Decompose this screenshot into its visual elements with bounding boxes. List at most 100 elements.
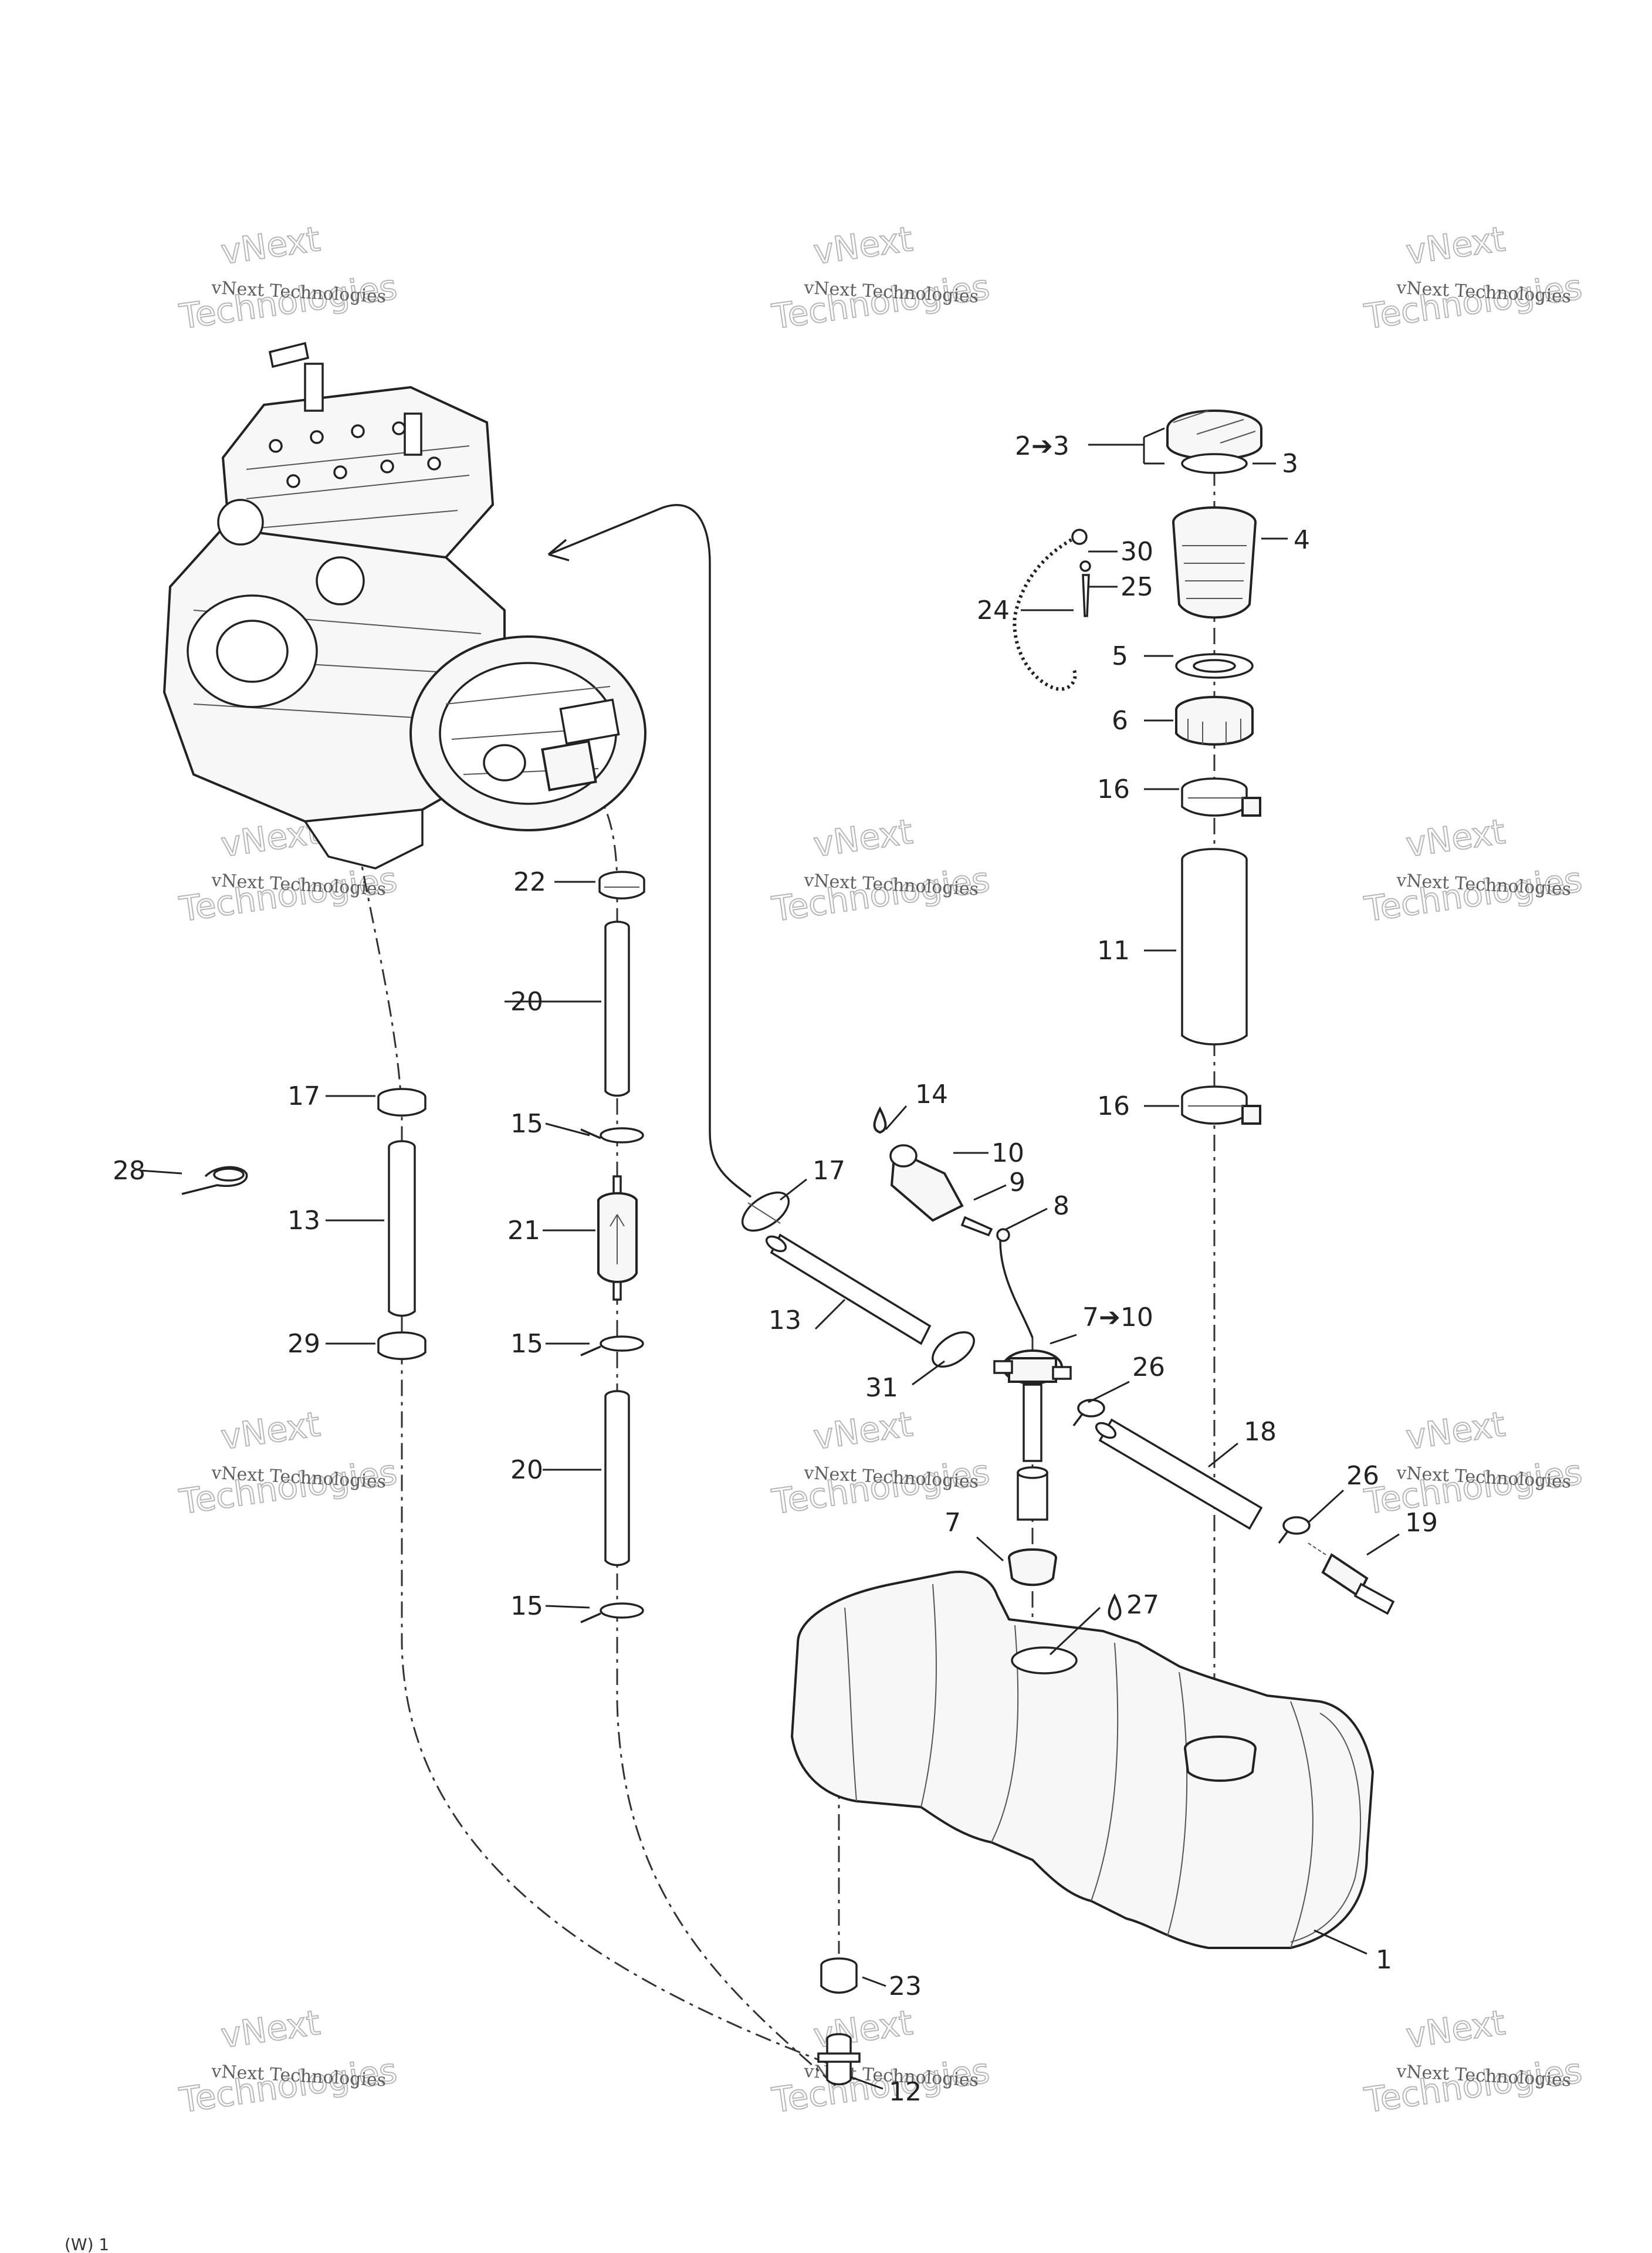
callout-13-left: 13 [287,1206,320,1236]
callout-8: 8 [1053,1191,1069,1221]
callout-7-10: 7➔10 [1082,1303,1153,1332]
watermark-lower-left: vNext Technologies vNext Technologies [176,1403,400,1523]
callout-30: 30 [1120,537,1153,567]
callout-18: 18 [1244,1417,1277,1447]
svg-text:vNext: vNext [218,2002,322,2056]
hose-13-center [765,1233,932,1345]
callout-12: 12 [889,2077,922,2107]
hose-20-upper [604,921,630,1097]
clamp-29 [377,1331,426,1360]
callout-11: 11 [1097,936,1130,966]
callout-9: 9 [1009,1168,1025,1197]
callout-23: 23 [889,1971,922,2001]
svg-text:vNext: vNext [811,1404,915,1457]
clamp-26-lower [1278,1516,1311,1544]
leader-lines [140,427,1400,2090]
fuel-cap [1166,410,1262,474]
callout-16-upper: 16 [1097,774,1130,804]
callout-13-center: 13 [769,1305,801,1335]
clamp-15-c [580,1602,644,1623]
svg-text:vNext: vNext [1403,811,1507,865]
filler-hose [1181,848,1248,1046]
valve-knob-10 [889,1144,964,1222]
washer-8 [996,1228,1010,1242]
callout-17-left: 17 [287,1081,320,1111]
svg-text:vNext: vNext [218,1404,322,1457]
callout-16-lower: 16 [1097,1091,1130,1121]
hose-20-lower [604,1390,630,1567]
watermark-mid-right: vNext Technologies vNext Technologies [1361,811,1585,930]
hose-clamp-lower [1181,1085,1261,1125]
callout-14: 14 [915,1080,948,1109]
lubricant-drop-icon [873,1106,887,1134]
clamp-17-center [741,1191,790,1232]
callout-28: 28 [113,1156,145,1186]
left-hose-group [181,1088,426,1360]
clamp-26-upper [1072,1399,1105,1427]
callout-31: 31 [865,1373,898,1403]
middle-hose-group [580,871,645,1623]
callout-labels: 2➔3 3 4 30 25 24 5 6 16 11 16 22 20 17 1… [113,431,1438,2107]
lock-nut [1175,696,1254,746]
grommet-7 [1008,1466,1057,1586]
callout-26-upper: 26 [1132,1352,1165,1382]
sealant-drop-icon [1108,1593,1122,1621]
callout-25: 25 [1120,572,1153,602]
watermark-top-center: vNext Technologies vNext Technologies [769,218,992,337]
callout-6: 6 [1112,706,1128,736]
callout-20-upper: 20 [510,987,543,1017]
bottom-fittings [817,1957,861,2086]
callout-15-b: 15 [510,1329,543,1359]
corner-code: (W) 1 [65,2235,109,2253]
grommet-23 [820,1957,858,1994]
callout-10: 10 [991,1138,1024,1168]
svg-text:vNext: vNext [811,219,915,272]
callout-19: 19 [1405,1508,1438,1538]
callout-4: 4 [1294,525,1310,555]
svg-text:vNext: vNext [218,219,322,272]
clamp-17-left [377,1088,426,1117]
watermark-bottom-center: vNext Technologies vNext Technologies [769,2002,992,2121]
hose-clamp-upper [1181,777,1261,817]
filler-neck [1172,506,1257,619]
watermark-mid-center: vNext Technologies vNext Technologies [769,811,992,930]
hose-18 [1095,1418,1263,1530]
clamp-15-b [580,1335,644,1356]
tether-chain [1013,529,1091,691]
watermark-lower-right: vNext Technologies vNext Technologies [1361,1403,1585,1523]
callout-26-lower: 26 [1346,1461,1379,1491]
callout-15-c: 15 [510,1591,543,1621]
callout-15-a: 15 [510,1109,543,1139]
clamp-31 [932,1331,975,1368]
callout-24: 24 [977,596,1010,625]
callout-5: 5 [1112,641,1128,671]
fuel-filter-21 [597,1175,638,1301]
callout-7: 7 [945,1508,961,1538]
watermark-top-right: vNext Technologies vNext Technologies [1361,218,1585,337]
filler-neck-assembly [1166,410,1262,1125]
callout-17-center: 17 [813,1156,845,1186]
watermark-lower-center: vNext Technologies vNext Technologies [769,1403,992,1523]
watermark-top-left: vNext Technologies vNext Technologies [176,218,400,337]
fuel-tank [790,1571,1375,1949]
clip-28 [181,1166,248,1195]
callout-22: 22 [513,867,546,897]
svg-text:vNext: vNext [811,811,915,865]
fitting-19 [1308,1542,1395,1615]
callout-2-3: 2➔3 [1015,431,1069,461]
watermark-bottom-right: vNext Technologies vNext Technologies [1361,2002,1585,2121]
svg-text:vNext: vNext [1403,219,1507,272]
callout-20-lower: 20 [510,1455,543,1485]
callout-21: 21 [507,1216,540,1246]
callout-27: 27 [1126,1590,1159,1620]
callout-3: 3 [1282,449,1298,479]
fitting-12 [817,2033,861,2086]
fuel-line-arrow [547,504,752,1198]
svg-text:vNext: vNext [1403,1404,1507,1457]
clamp-15-a [580,1127,644,1144]
watermark-bottom-left: vNext Technologies vNext Technologies [176,2002,400,2121]
fuel-valve-body [993,1349,1072,1462]
screw-9 [960,1216,993,1237]
engine-assembly [163,341,646,870]
